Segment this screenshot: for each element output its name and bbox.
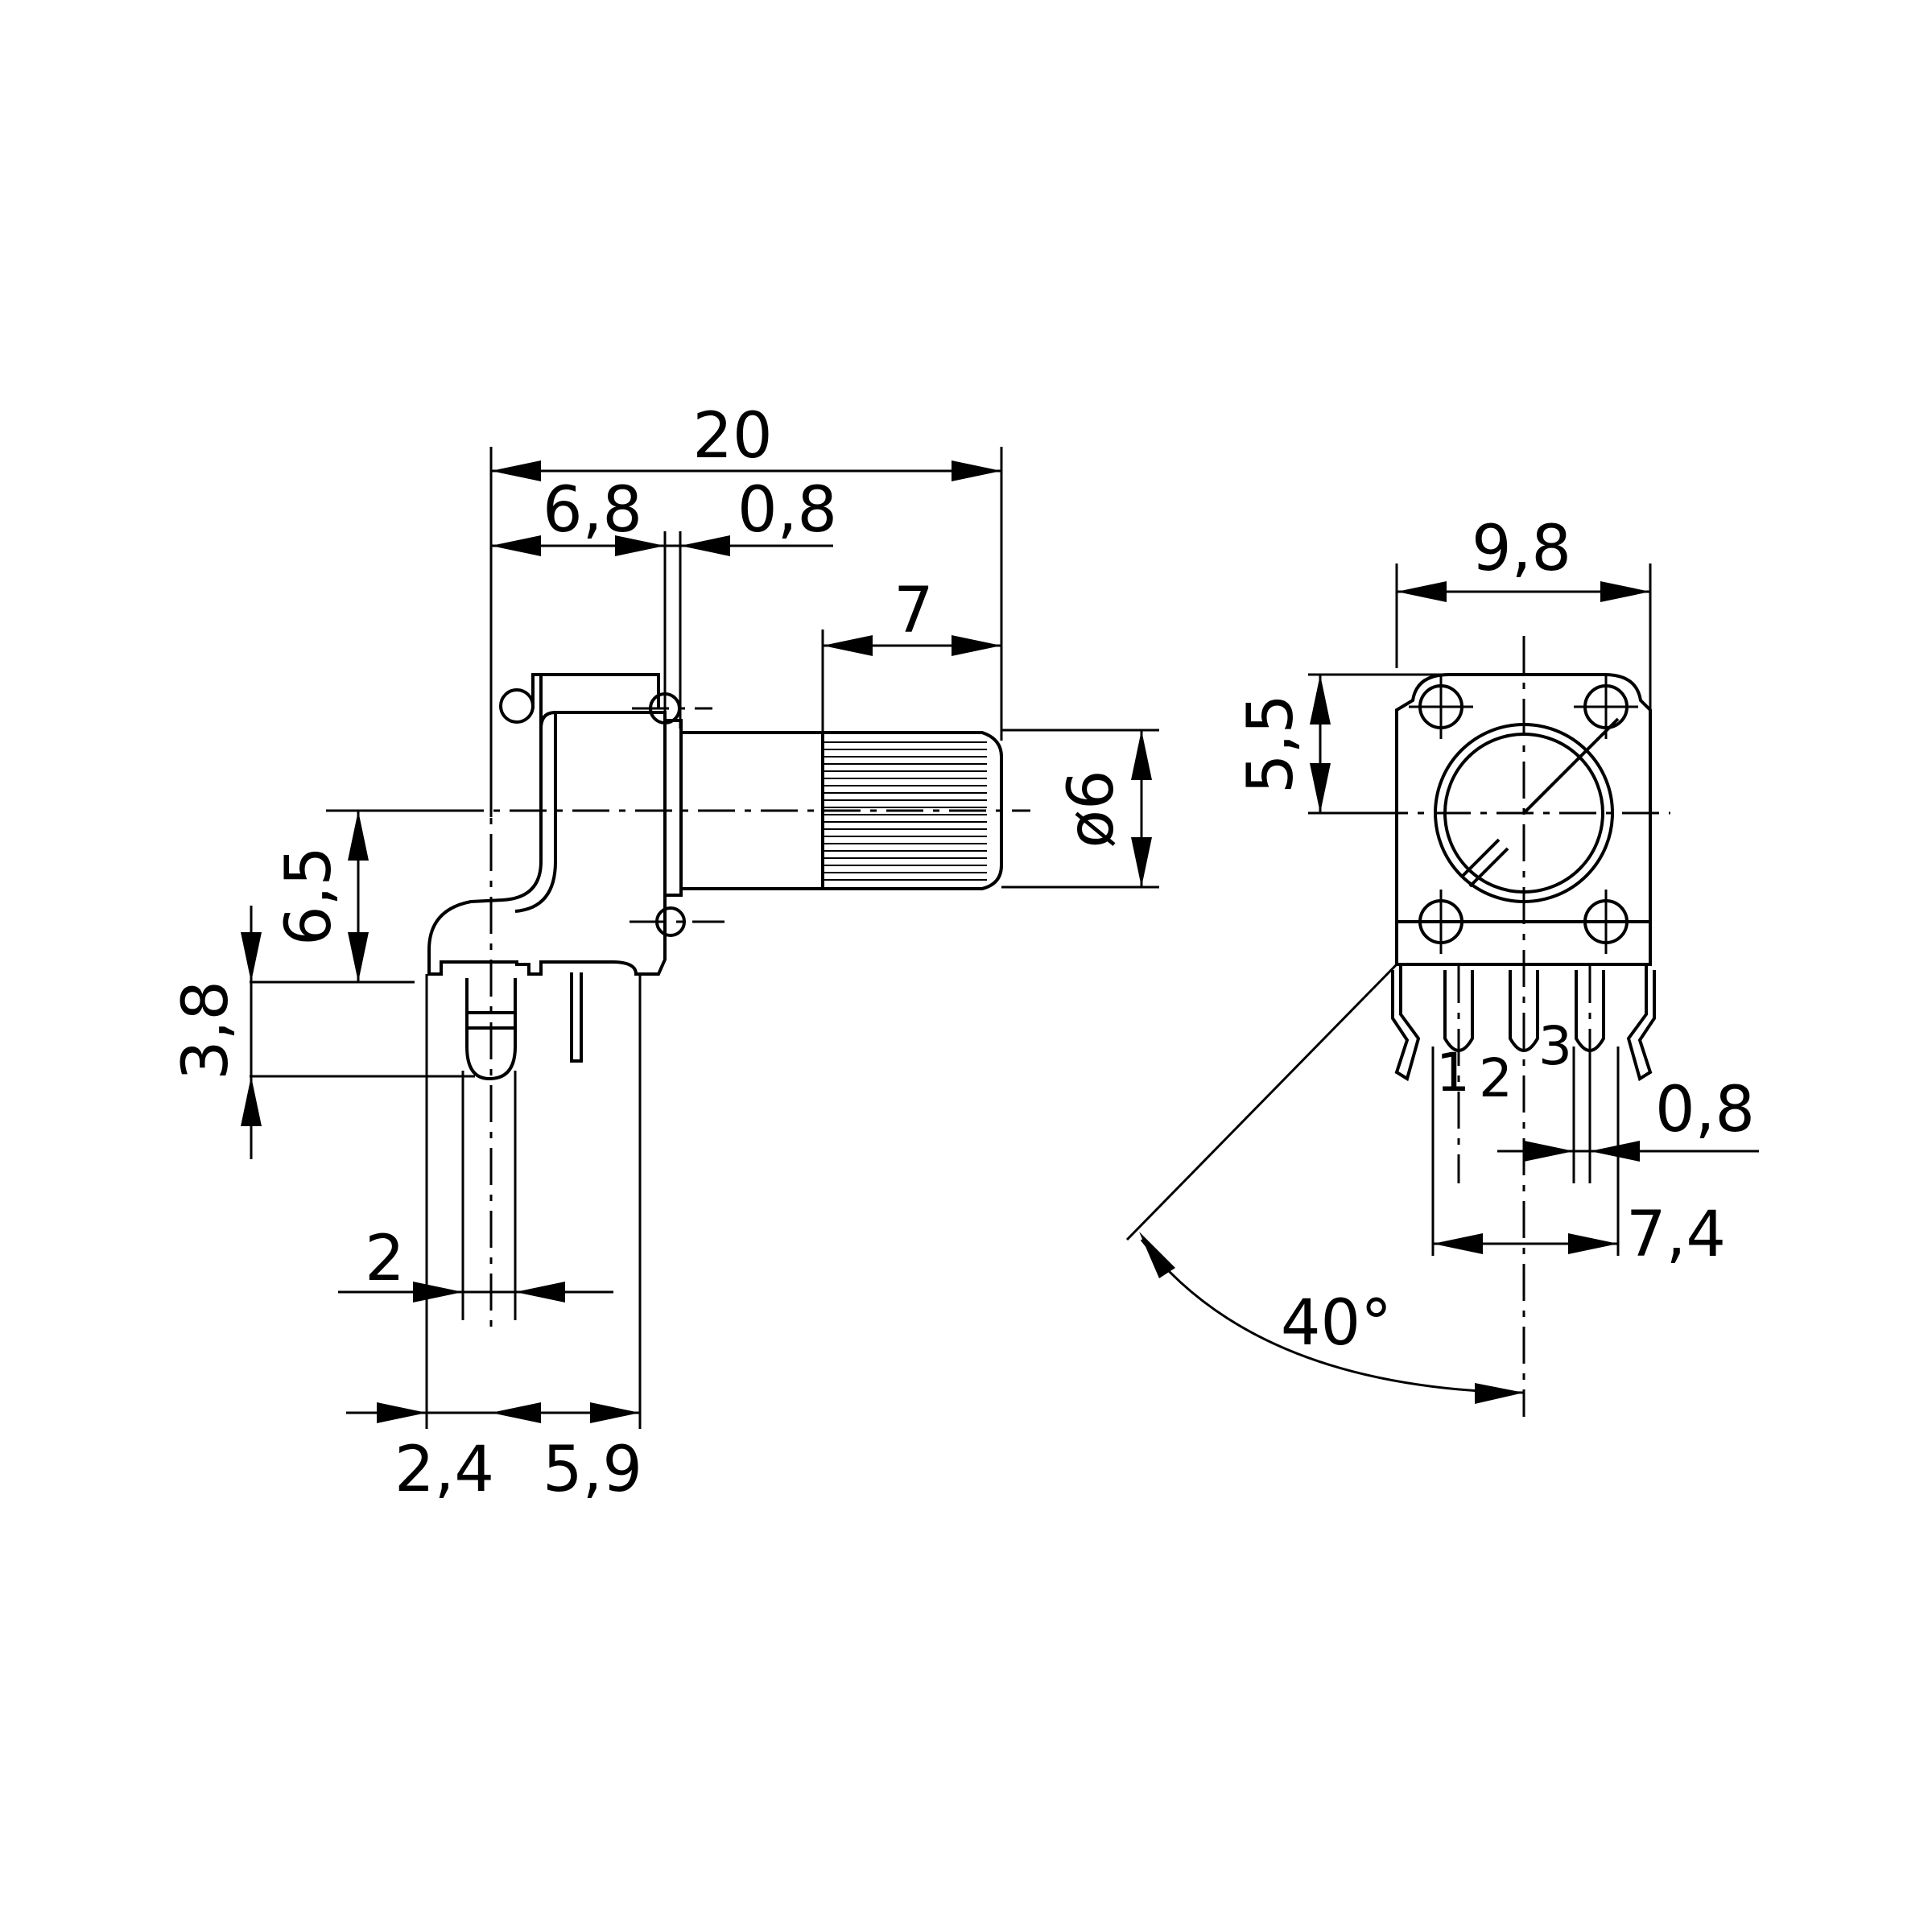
terminal-2 (1509, 970, 1539, 1052)
pin-label-1: 1 (1436, 1042, 1470, 1104)
dim-peg-length: 3,8 (170, 980, 242, 1080)
dim-rear-offset: 5,9 (543, 1434, 642, 1506)
shaft-flange (663, 719, 683, 897)
housing-outline (427, 675, 667, 976)
dim-axis-height: 5,5 (1235, 694, 1307, 794)
dim-pin-width: 0,8 (1655, 1074, 1755, 1146)
front-body (1395, 673, 1652, 966)
side-view: 20 6,8 0,8 7 ø6 6,5 3,8 2 (170, 400, 1159, 1506)
right-snap-leg (1626, 964, 1656, 1082)
dim-body-width: 9,8 (1472, 513, 1571, 585)
dim-pin-pitch: 7,4 (1626, 1199, 1726, 1271)
pin-label-3: 3 (1538, 1015, 1572, 1077)
terminal-1 (1443, 970, 1474, 1052)
knurl-lines (824, 741, 987, 881)
mounting-peg (465, 978, 517, 1081)
front-view: 1 2 3 9,8 5,5 0,8 7,4 40° (1125, 513, 1759, 1417)
dim-shaft-height: 6,5 (273, 846, 345, 946)
dim-flange-thickness: 0,8 (737, 474, 837, 547)
bottom-mount-hole (655, 906, 686, 937)
dim-housing-depth: 6,8 (543, 474, 642, 547)
top-tab-rivet (499, 688, 535, 724)
left-snap-leg (1391, 964, 1421, 1082)
knurled-end (821, 731, 1003, 890)
pin-label-2: 2 (1479, 1047, 1513, 1109)
dim-pin-spacing: 2 (365, 1223, 405, 1295)
side-pin (570, 972, 583, 1063)
dim-overall-length: 20 (692, 400, 772, 473)
dim-shaft-diameter: ø6 (1055, 770, 1128, 848)
dim-knurl-length: 7 (894, 575, 934, 647)
dim-mount-angle: 40° (1281, 1287, 1392, 1360)
dim-peg-offset: 2,4 (394, 1434, 494, 1506)
top-tab (531, 673, 660, 708)
